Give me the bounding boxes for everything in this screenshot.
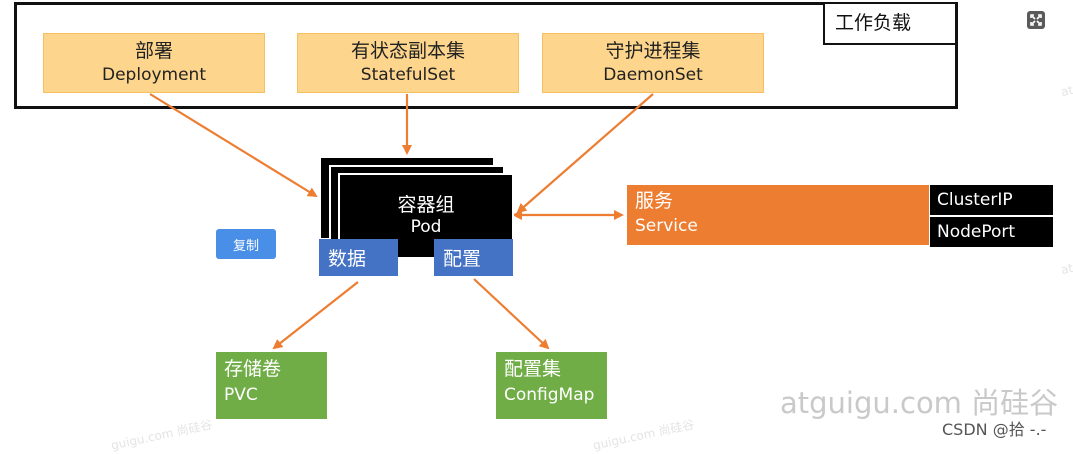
- pod-config-tab: 配置: [434, 239, 513, 276]
- deployment-en-label: Deployment: [102, 65, 206, 85]
- service-en-label: Service: [635, 216, 698, 236]
- expand-icon[interactable]: [1027, 11, 1045, 29]
- configmap-zh-label: 配置集: [504, 358, 562, 380]
- statefulset-en-label: StatefulSet: [360, 65, 456, 85]
- expand-icon-glyph: [1030, 14, 1042, 26]
- daemonset-zh-label: 守护进程集: [605, 40, 701, 62]
- watermark-edge: at: [1059, 82, 1073, 100]
- service-zh-label: 服务: [635, 190, 674, 212]
- configmap-en-label: ConfigMap: [504, 385, 595, 405]
- service-node: 服务 Service: [627, 185, 929, 245]
- arrow-deployment-to-pod: [149, 93, 318, 198]
- pod-zh-label: 容器组: [397, 194, 455, 216]
- pvc-en-label: PVC: [224, 385, 258, 405]
- copy-button[interactable]: 复制: [216, 229, 276, 259]
- workload-title: 工作负载: [823, 2, 957, 45]
- daemonset-node: 守护进程集 DaemonSet: [542, 33, 764, 93]
- pvc-node: 存储卷 PVC: [216, 352, 327, 419]
- watermark-edge: at: [1059, 260, 1073, 278]
- statefulset-node: 有状态副本集 StatefulSet: [297, 33, 519, 93]
- service-type-nodeport: NodePort: [930, 217, 1053, 247]
- service-type-clusterip: ClusterIP: [930, 185, 1053, 215]
- deployment-node: 部署 Deployment: [43, 33, 265, 93]
- statefulset-zh-label: 有状态副本集: [350, 40, 465, 62]
- watermark-brand: atguigu.com 尚硅谷: [780, 386, 1059, 420]
- arrow-daemonset-to-pod: [516, 93, 654, 214]
- workload-frame: [14, 2, 958, 109]
- deployment-zh-label: 部署: [134, 40, 173, 62]
- pvc-zh-label: 存储卷: [224, 358, 282, 380]
- arrow-data-to-pvc: [272, 281, 359, 350]
- pod-data-tab: 数据: [319, 239, 398, 276]
- csdn-credit: CSDN @拾 -.-: [942, 420, 1047, 439]
- configmap-node: 配置集 ConfigMap: [496, 352, 607, 419]
- pod-en-label: Pod: [410, 217, 442, 237]
- arrow-config-to-configmap: [473, 278, 550, 350]
- daemonset-en-label: DaemonSet: [603, 65, 703, 85]
